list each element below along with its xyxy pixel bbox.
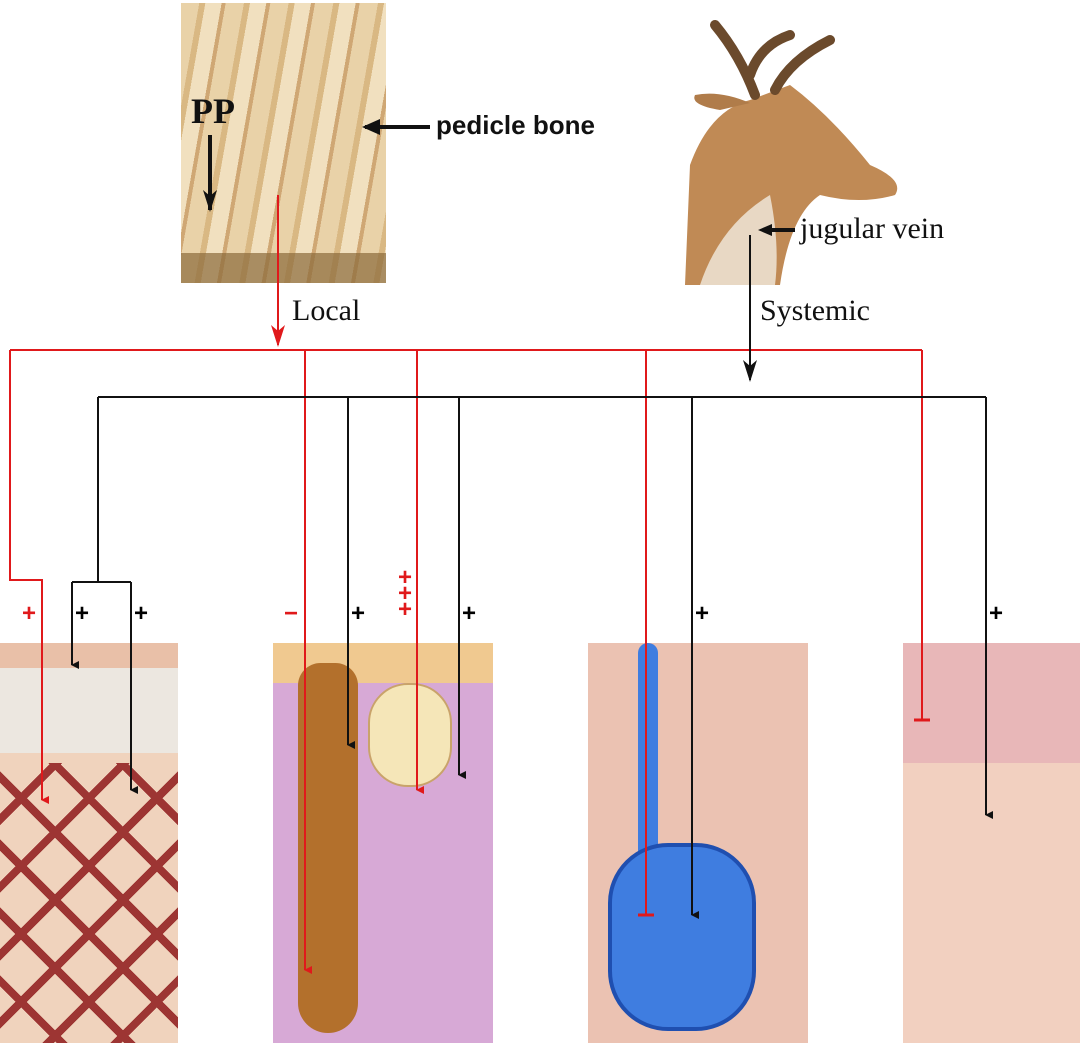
sign-panel1-black-b: +: [134, 600, 149, 627]
jugular-vein-label: jugular vein: [800, 212, 945, 245]
local-label: Local: [292, 294, 361, 327]
pedicle-photo: [181, 3, 386, 283]
deer-photo: [680, 15, 905, 285]
systemic-pathway: [71, 235, 993, 919]
sign-panel1-black-a: +: [75, 600, 90, 627]
panel-nerve-vessels: [903, 643, 1080, 1043]
sign-panel4-black: +: [989, 600, 1004, 627]
panel-dermis-fibroblast: [0, 643, 178, 1043]
systemic-label: Systemic: [760, 294, 870, 327]
photo-arrows: [203, 119, 795, 236]
sign-panel2-red-plus: + + +: [398, 564, 413, 623]
deer-head-illustration: [685, 20, 898, 285]
local-pathway: [9, 195, 930, 974]
sign-panel2-black-b: +: [462, 600, 477, 627]
sign-panel3-black: +: [695, 600, 710, 627]
sign-panel2-red-minus: −: [284, 600, 299, 627]
panel-sweat-gland: [588, 643, 808, 1043]
sign-panel2-black-a: +: [351, 600, 366, 627]
sign-panel1-red: +: [22, 600, 37, 627]
pp-label: PP: [191, 91, 235, 131]
pedicle-bone-label: pedicle bone: [436, 110, 595, 140]
